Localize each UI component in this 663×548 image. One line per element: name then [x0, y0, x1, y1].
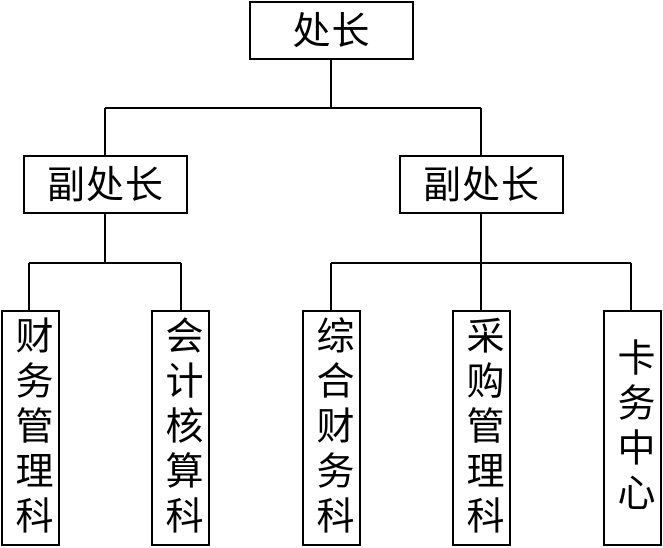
unit-label: 综合财务科: [310, 316, 354, 541]
director-box: 处长: [249, 1, 414, 60]
director-label: 处长: [292, 8, 371, 53]
unit-box-procurement: 采购管理科: [452, 310, 511, 546]
deputy-director-label: 副处长: [422, 162, 540, 207]
deputy-director-label: 副处长: [46, 162, 164, 207]
unit-box-general-finance: 综合财务科: [302, 310, 361, 546]
deputy-director-box-left: 副处长: [23, 155, 188, 214]
unit-box-card-center: 卡务中心: [603, 310, 662, 546]
unit-label: 采购管理科: [460, 316, 504, 541]
unit-box-accounting: 会计核算科: [151, 310, 210, 546]
deputy-director-box-right: 副处长: [399, 155, 564, 214]
unit-box-finance-management: 财务管理科: [1, 310, 60, 546]
unit-label: 卡务中心: [611, 338, 655, 518]
unit-label: 会计核算科: [159, 316, 203, 541]
unit-label: 财务管理科: [9, 316, 53, 541]
